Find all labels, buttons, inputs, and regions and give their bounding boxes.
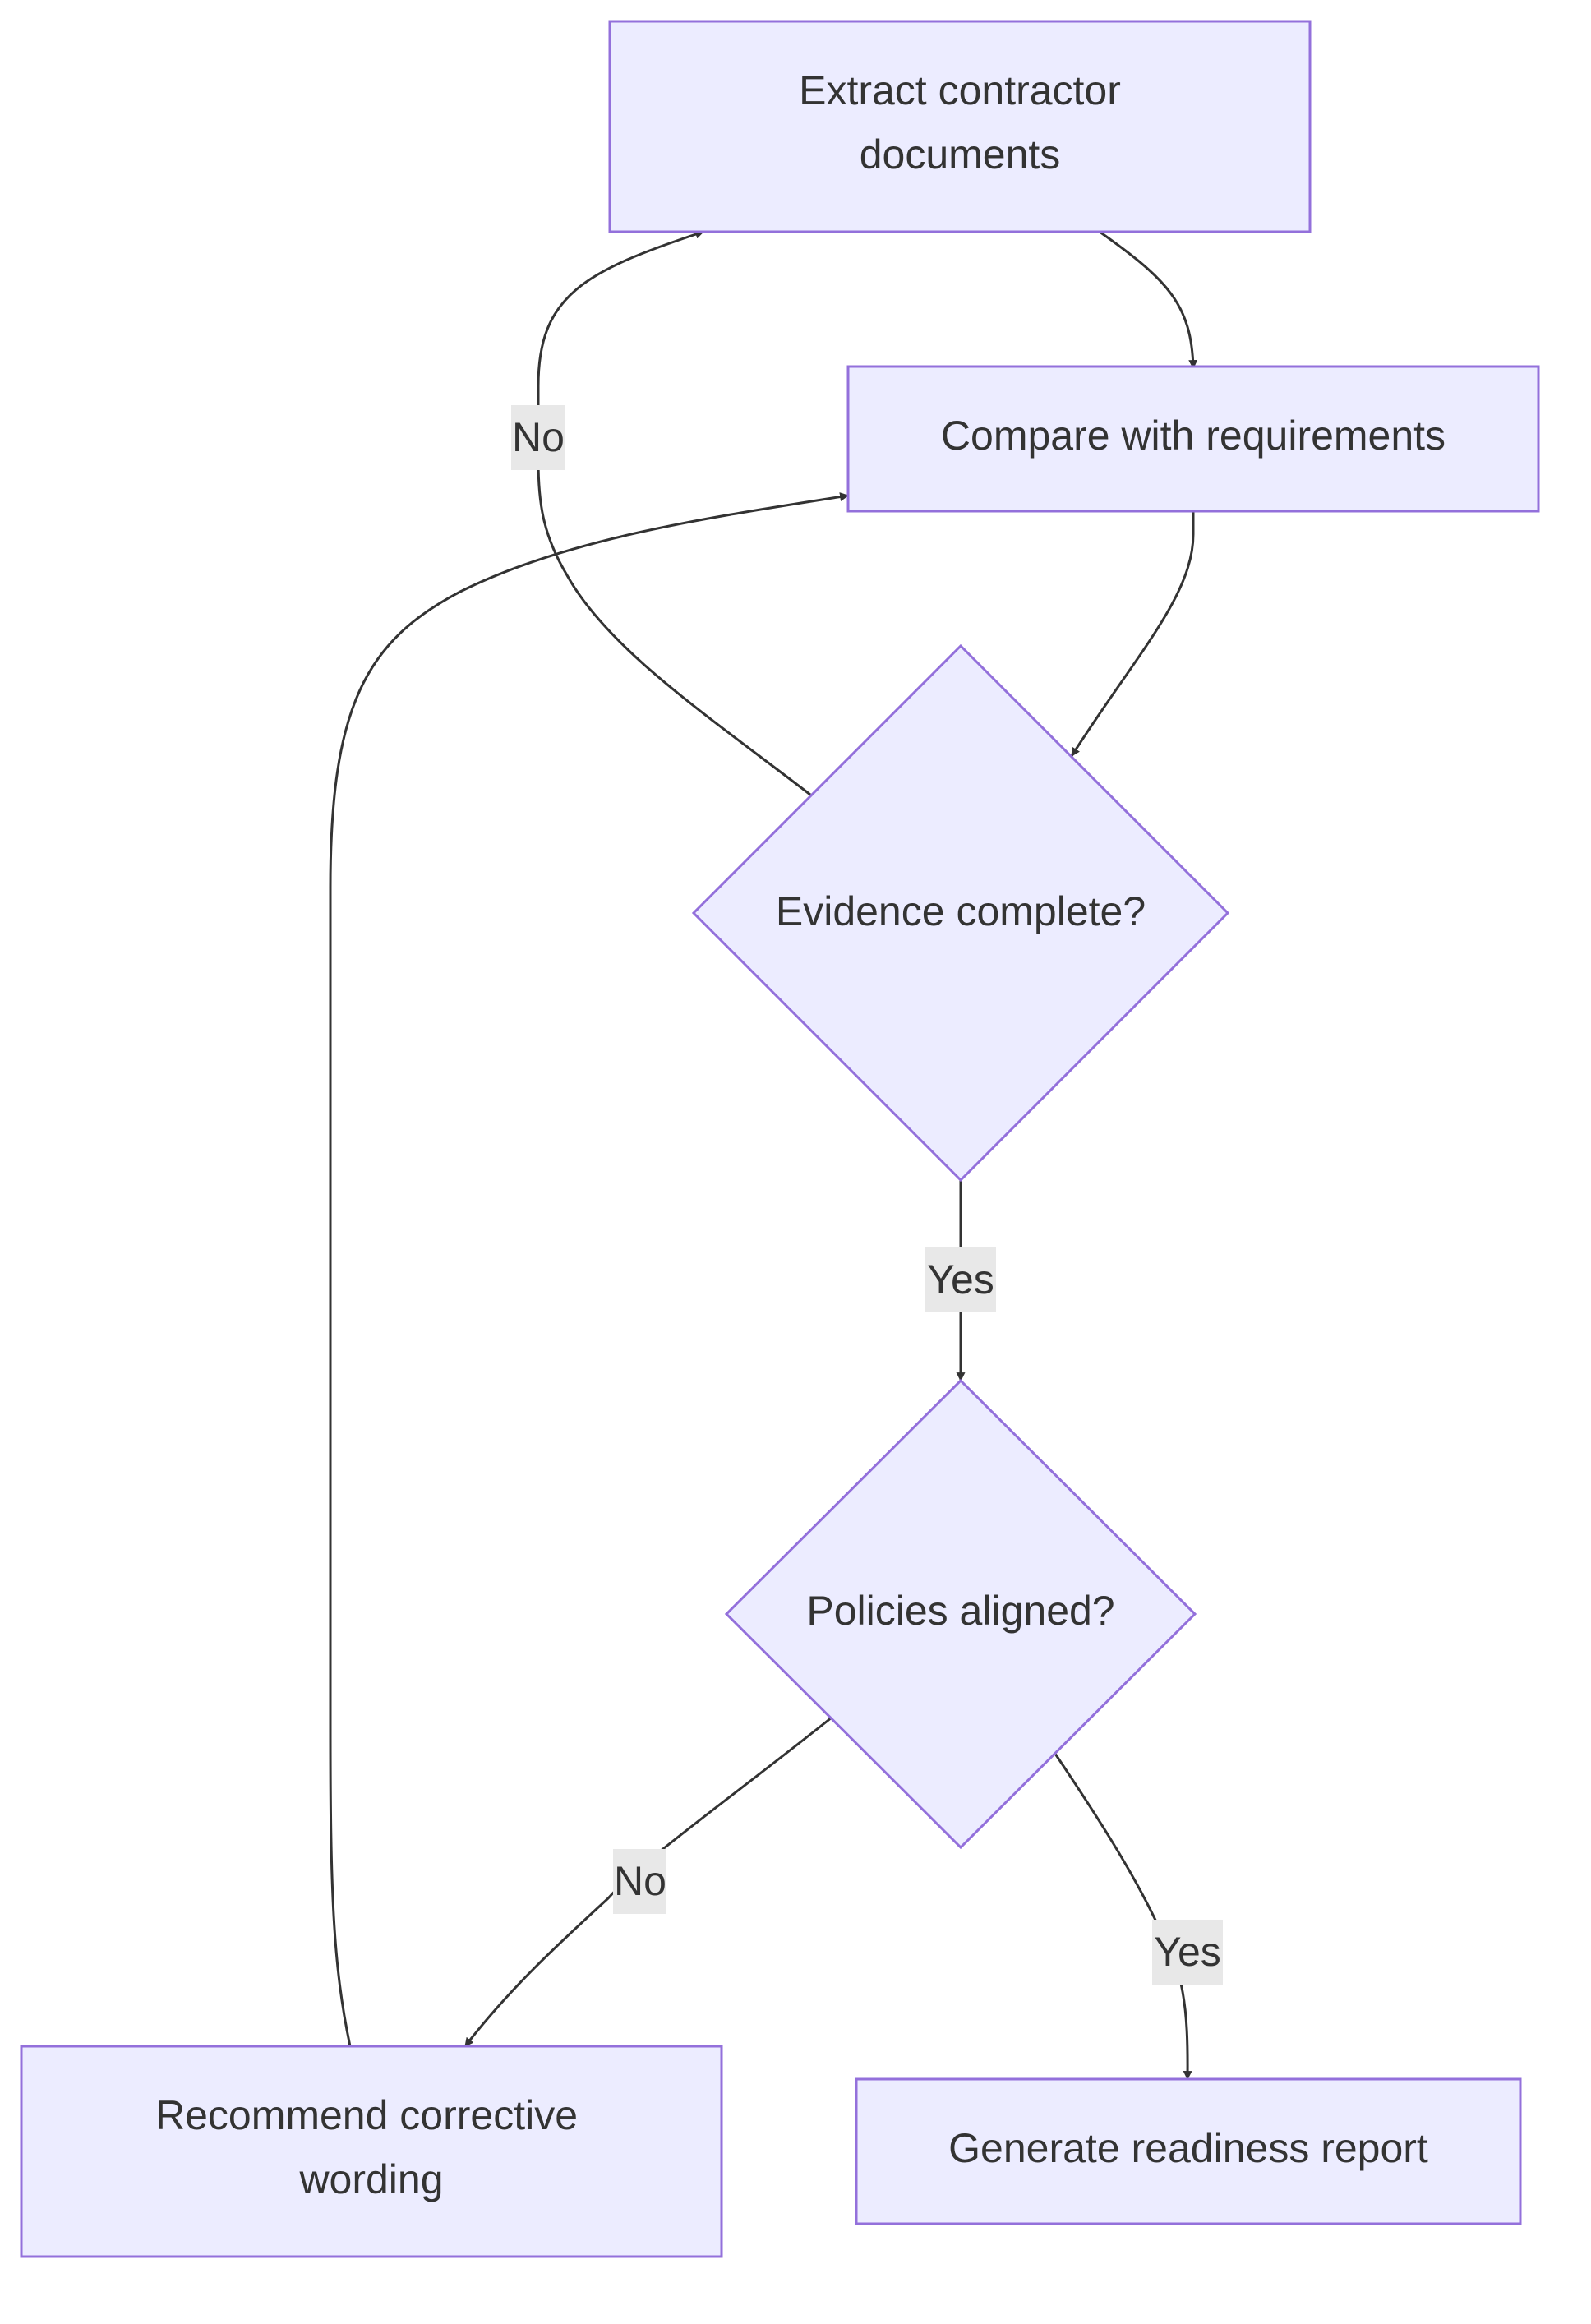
edge-extract-to-compare — [1099, 230, 1198, 370]
node-extract-contractor-documents[interactable]: Extract contractor documents — [608, 20, 1312, 233]
process-box — [846, 365, 1540, 513]
edge-label-policies-yes: Yes — [1152, 1920, 1223, 1985]
edge-policies-no — [463, 1716, 832, 2047]
node-compare-with-requirements[interactable]: Compare with requirements — [846, 365, 1540, 513]
node-policies-aligned[interactable]: Policies aligned? — [724, 1378, 1197, 1850]
edge-label-evidence-yes: Yes — [925, 1247, 996, 1312]
node-label: Evidence complete? — [776, 888, 1146, 934]
edge-label-policies-no: No — [613, 1849, 666, 1914]
edge-label-background — [613, 1849, 666, 1914]
edge-label-background — [925, 1247, 996, 1312]
edge-recommend-to-compare — [329, 492, 850, 2047]
node-label: Compare with requirements — [941, 413, 1446, 459]
edge-label-text: Yes — [927, 1257, 994, 1303]
node-generate-readiness-report[interactable]: Generate readiness report — [855, 2077, 1522, 2225]
node-evidence-complete[interactable]: Evidence complete? — [691, 643, 1230, 1183]
edge-label-background — [1152, 1920, 1223, 1985]
edge-label-text: Yes — [1154, 1929, 1221, 1975]
edge-policies-yes — [1054, 1753, 1192, 2081]
edge-compare-to-evidence — [1070, 511, 1195, 757]
node-label-line-1: Extract contractor — [799, 67, 1121, 113]
node-label: Policies aligned? — [806, 1588, 1114, 1634]
edge-label-evidence-no: No — [511, 405, 565, 470]
node-label-line-2: wording — [298, 2156, 443, 2202]
edge-label-background — [511, 405, 565, 470]
process-box — [20, 2045, 723, 2258]
decision-diamond — [691, 643, 1230, 1183]
node-label-line-1: Recommend corrective — [155, 2092, 578, 2138]
nodes: Extract contractor documents Compare wit… — [20, 20, 1540, 2258]
node-recommend-corrective-wording[interactable]: Recommend corrective wording — [20, 2045, 723, 2258]
edge-labels: No Yes No Yes — [511, 405, 1223, 1985]
node-label-line-2: documents — [860, 131, 1061, 178]
edge-label-text: No — [512, 414, 565, 460]
edge-evidence-no — [537, 229, 811, 796]
process-box — [855, 2077, 1522, 2225]
node-label: Generate readiness report — [948, 2125, 1428, 2171]
decision-diamond — [724, 1378, 1197, 1850]
edge-label-text: No — [614, 1858, 666, 1904]
process-box — [608, 20, 1312, 233]
